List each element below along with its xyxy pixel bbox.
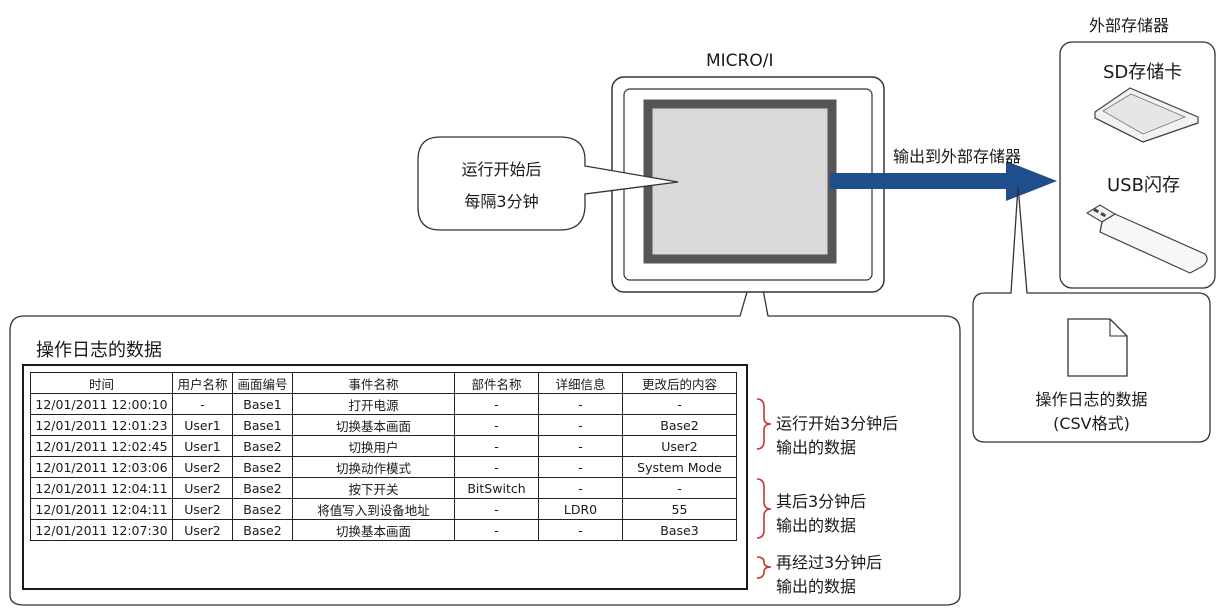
cell-event: 切换基本画面 (292, 414, 455, 436)
cell-part: - (454, 519, 539, 541)
cell-screen: Base2 (232, 519, 293, 541)
storage-box (1059, 41, 1216, 289)
cell-time: 12/01/2011 12:04:11 (30, 498, 173, 520)
cell-part: - (454, 456, 539, 478)
cell-time: 12/01/2011 12:00:10 (30, 393, 173, 415)
cell-screen: Base2 (232, 456, 293, 478)
cell-screen: Base2 (232, 435, 293, 457)
column-header: 画面编号 (232, 372, 293, 394)
cell-part: BitSwitch (454, 477, 539, 499)
cell-user: User1 (172, 435, 233, 457)
group-label-3-line-2: 输出的数据 (776, 577, 857, 596)
cell-screen: Base2 (232, 477, 293, 499)
cell-detail: - (538, 456, 623, 478)
column-header: 部件名称 (454, 372, 539, 394)
cell-detail: - (538, 477, 623, 499)
callout-line-2: 每隔3分钟 (464, 192, 539, 211)
device-label: MICRO/I (706, 51, 774, 71)
log-table-header: 时间 用户名称 画面编号 事件名称 部件名称 详细信息 更改后的内容 (30, 372, 737, 394)
csv-file-box (972, 185, 1211, 443)
cell-new-value: Base2 (622, 414, 737, 436)
table-row: 12/01/2011 12:03:06 User2 Base2 切换动作模式 -… (30, 456, 737, 478)
cell-event: 按下开关 (292, 477, 455, 499)
cell-time: 12/01/2011 12:02:45 (30, 435, 173, 457)
table-row: 12/01/2011 12:02:45 User1 Base2 切换用户 - -… (30, 435, 737, 457)
group-brackets (756, 398, 772, 579)
column-header: 事件名称 (292, 372, 455, 394)
group-label-3-line-1: 再经过3分钟后 (776, 553, 883, 572)
cell-event: 切换用户 (292, 435, 455, 457)
arrow-label: 输出到外部存储器 (893, 147, 1022, 166)
group-label-2-line-2: 输出的数据 (776, 516, 857, 535)
bracket-3 (756, 556, 772, 579)
column-header: 时间 (30, 372, 173, 394)
callout-text: 运行开始后 每隔3分钟 (418, 158, 585, 214)
cell-part: - (454, 435, 539, 457)
table-row: 12/01/2011 12:04:11 User2 Base2 将值写入到设备地… (30, 498, 737, 520)
table-row: 12/01/2011 12:00:10 - Base1 打开电源 - - - (30, 393, 737, 415)
cell-event: 切换动作模式 (292, 456, 455, 478)
cell-screen: Base1 (232, 414, 293, 436)
cell-time: 12/01/2011 12:04:11 (30, 477, 173, 499)
cell-user: User2 (172, 477, 233, 499)
table-row: 12/01/2011 12:04:11 User2 Base2 按下开关 Bit… (30, 477, 737, 499)
cell-screen: Base1 (232, 393, 293, 415)
cell-user: User2 (172, 498, 233, 520)
bracket-2 (756, 478, 772, 539)
cell-event: 切换基本画面 (292, 519, 455, 541)
group-label-2: 其后3分钟后 输出的数据 (776, 490, 866, 538)
cell-screen: Base2 (232, 498, 293, 520)
cell-part: - (454, 393, 539, 415)
cell-time: 12/01/2011 12:01:23 (30, 414, 173, 436)
csv-file-line-2: (CSV格式) (1053, 414, 1130, 433)
cell-new-value: - (622, 393, 737, 415)
cell-time: 12/01/2011 12:03:06 (30, 456, 173, 478)
group-label-1-line-1: 运行开始3分钟后 (776, 414, 899, 433)
cell-detail: - (538, 393, 623, 415)
group-label-1-line-2: 输出的数据 (776, 438, 857, 457)
cell-new-value: - (622, 477, 737, 499)
cell-event: 将值写入到设备地址 (292, 498, 455, 520)
cell-user: - (172, 393, 233, 415)
bracket-1 (756, 398, 772, 450)
usb-stick-icon (1085, 204, 1208, 274)
callout-bubble (417, 136, 679, 231)
cell-detail: - (538, 519, 623, 541)
cell-part: - (454, 498, 539, 520)
cell-detail: - (538, 414, 623, 436)
table-row: 12/01/2011 12:07:30 User2 Base2 切换基本画面 -… (30, 519, 737, 541)
cell-new-value: System Mode (622, 456, 737, 478)
csv-file-label: 操作日志的数据 (CSV格式) (973, 388, 1210, 436)
document-icon (1067, 318, 1128, 377)
csv-file-line-1: 操作日志的数据 (1035, 390, 1148, 409)
cell-new-value: Base3 (622, 519, 737, 541)
cell-event: 打开电源 (292, 393, 455, 415)
log-title: 操作日志的数据 (36, 340, 162, 361)
group-label-3: 再经过3分钟后 输出的数据 (776, 551, 882, 599)
cell-user: User2 (172, 519, 233, 541)
column-header: 更改后的内容 (622, 372, 737, 394)
callout-line-1: 运行开始后 (461, 160, 542, 179)
cell-user: User1 (172, 414, 233, 436)
cell-new-value: 55 (622, 498, 737, 520)
sd-card-icon (1094, 87, 1199, 143)
storage-title: 外部存储器 (1089, 16, 1170, 35)
cell-user: User2 (172, 456, 233, 478)
group-label-1: 运行开始3分钟后 输出的数据 (776, 412, 898, 460)
cell-time: 12/01/2011 12:07:30 (30, 519, 173, 541)
column-header: 详细信息 (538, 372, 623, 394)
column-header: 用户名称 (172, 372, 233, 394)
cell-detail: LDR0 (538, 498, 623, 520)
table-row: 12/01/2011 12:01:23 User1 Base1 切换基本画面 -… (30, 414, 737, 436)
cell-detail: - (538, 435, 623, 457)
log-table: 时间 用户名称 画面编号 事件名称 部件名称 详细信息 更改后的内容 12/01… (30, 372, 737, 541)
group-label-2-line-1: 其后3分钟后 (776, 492, 867, 511)
cell-new-value: User2 (622, 435, 737, 457)
usb-label: USB闪存 (1107, 175, 1180, 196)
micro-i-device (611, 76, 885, 293)
cell-part: - (454, 414, 539, 436)
sd-card-label: SD存储卡 (1103, 62, 1183, 83)
